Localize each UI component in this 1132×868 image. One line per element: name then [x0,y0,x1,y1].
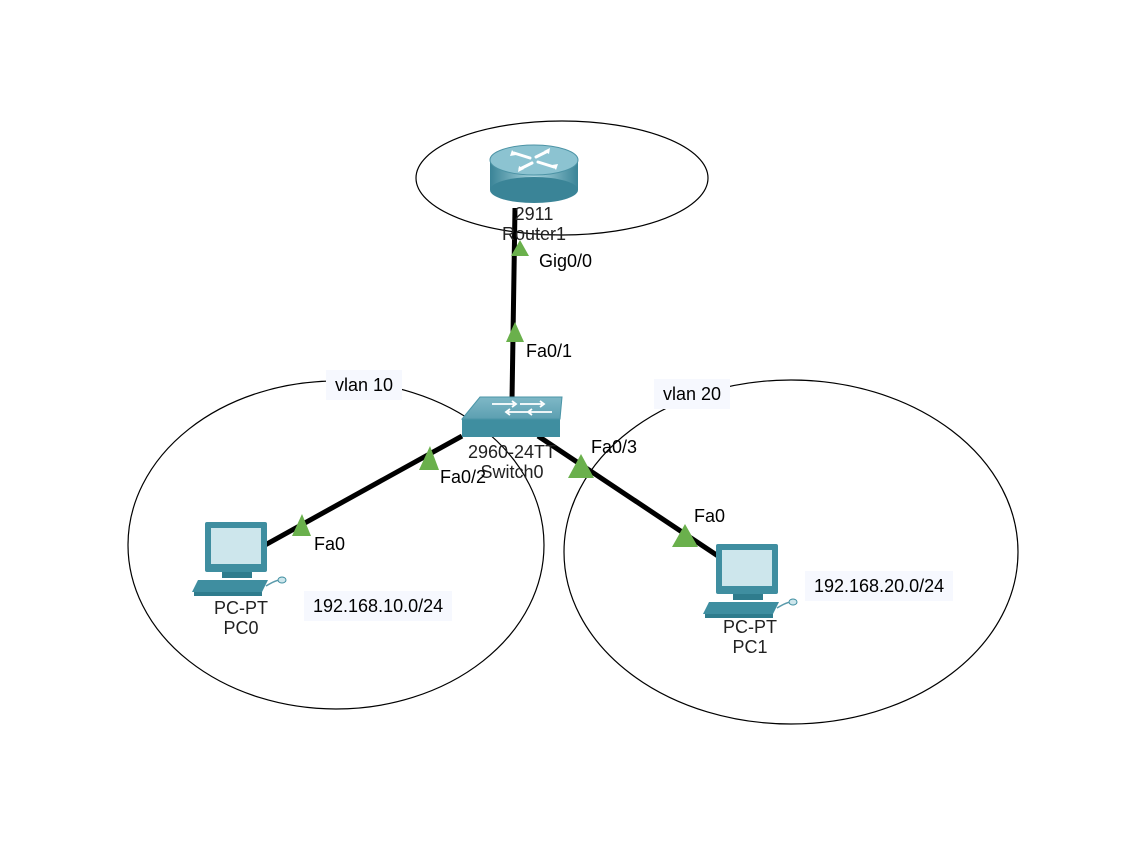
router-label: 2911 Router1 [502,204,566,244]
port-label-fa03: Fa0/3 [591,437,638,457]
switch-label: 2960-24TT Switch0 [468,442,556,482]
vlan20-subnet-label: 192.168.20.0/24 [805,571,954,601]
pc1-name: PC1 [732,637,768,657]
pc0-icon[interactable] [192,522,287,596]
router-icon[interactable] [489,144,579,203]
port-status-pc1-fa0-icon [672,524,698,547]
vlan10-subnet-label: 192.168.10.0/24 [304,591,453,621]
port-label-fa02: Fa0/2 [440,467,487,487]
switch-name: Switch0 [480,462,544,482]
vlan20-label: vlan 20 [654,379,731,409]
port-status-fa02-icon [419,446,439,470]
router-name: Router1 [501,224,567,244]
router-zone-ellipse [415,120,709,236]
port-status-pc0-fa0-icon [292,514,311,536]
port-label-gig00: Gig0/0 [539,251,593,271]
port-status-gig00-icon [511,240,529,256]
pc1-icon[interactable] [703,544,798,618]
router-model: 2911 [514,204,554,224]
port-label-pc1-fa0: Fa0 [694,506,726,526]
pc0-model: PC-PT [214,598,268,618]
port-status-fa01-icon [506,322,524,342]
switch-model: 2960-24TT [467,442,557,462]
pc1-label: PC-PT PC1 [723,617,777,657]
link-router-switch[interactable] [509,207,518,401]
pc0-label: PC-PT PC0 [214,598,268,638]
port-status-fa03-icon [568,454,594,478]
link-switch-pc0[interactable] [263,433,464,548]
vlan10-label: vlan 10 [326,370,403,400]
switch-icon[interactable] [460,396,563,437]
port-label-fa01: Fa0/1 [526,341,573,361]
vlan20-zone-ellipse [563,379,1019,725]
pc1-model: PC-PT [723,617,777,637]
port-label-pc0-fa0: Fa0 [314,534,346,554]
pc0-name: PC0 [223,618,259,638]
